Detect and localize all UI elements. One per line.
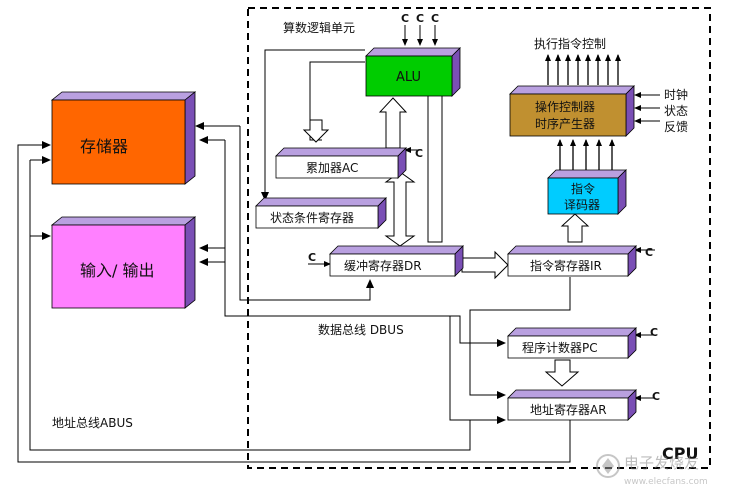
bus-lines <box>17 25 660 463</box>
status-register-label: 状态条件寄存器 <box>270 210 354 225</box>
program-counter-block: 程序计数器PC <box>507 327 637 359</box>
cpu-boundary <box>247 7 711 469</box>
controller-block: 操作控制器 时序产生器 <box>509 85 635 137</box>
watermark: 电子发烧友 www.elecfans.com <box>596 454 708 487</box>
program-counter-label: 程序计数器PC <box>522 340 598 355</box>
alu-c1-label: C <box>401 12 409 25</box>
address-bus-label: 地址总线ABUS <box>52 416 133 430</box>
alu-label: ALU <box>396 70 421 85</box>
ir-c-label: C <box>645 246 653 259</box>
pc-c-label: C <box>650 326 658 339</box>
ac-c-label: C <box>415 147 423 160</box>
accumulator-block: 累加器AC <box>275 147 407 179</box>
status-register-block: 状态条件寄存器 <box>255 197 387 229</box>
alu-c3-label: C <box>431 12 439 25</box>
watermark-text: 电子发烧友 <box>624 454 699 472</box>
alu-title-label: 算数逻辑单元 <box>283 20 355 35</box>
buffer-register-label: 缓冲寄存器DR <box>344 258 422 273</box>
alu-block: ALU <box>365 47 461 97</box>
address-register-block: 地址寄存器AR <box>507 389 637 421</box>
memory-label: 存储器 <box>80 137 128 156</box>
decoder-block: 指令 译码器 <box>547 169 627 215</box>
controller-label-line2: 时序产生器 <box>535 116 595 131</box>
status-label: 状态 <box>664 104 688 118</box>
instruction-register-label: 指令寄存器IR <box>530 258 602 273</box>
alu-c2-label: C <box>416 12 424 25</box>
control-arrows <box>545 54 621 170</box>
io-block: 输入/ 输出 <box>50 216 197 309</box>
feedback-label: 反馈 <box>664 120 688 134</box>
ar-c-label: C <box>652 390 660 403</box>
decoder-label-line2: 译码器 <box>564 198 600 212</box>
instruction-register-block: 指令寄存器IR <box>507 245 637 277</box>
dr-c-label: C <box>308 251 316 264</box>
buffer-register-block: 缓冲寄存器DR <box>329 245 464 277</box>
controller-label-line1: 操作控制器 <box>535 99 595 114</box>
exec-control-label: 执行指令控制 <box>534 36 606 51</box>
memory-block: 存储器 <box>50 91 197 185</box>
decoder-label-line1: 指令 <box>571 181 595 196</box>
watermark-url: www.elecfans.com <box>624 477 708 487</box>
io-label: 输入/ 输出 <box>80 261 154 280</box>
data-bus-label: 数据总线 DBUS <box>318 322 404 337</box>
address-register-label: 地址寄存器AR <box>530 402 607 417</box>
clock-label: 时钟 <box>664 87 688 102</box>
cpu-label: CPU <box>662 444 698 463</box>
accumulator-label: 累加器AC <box>306 161 358 175</box>
